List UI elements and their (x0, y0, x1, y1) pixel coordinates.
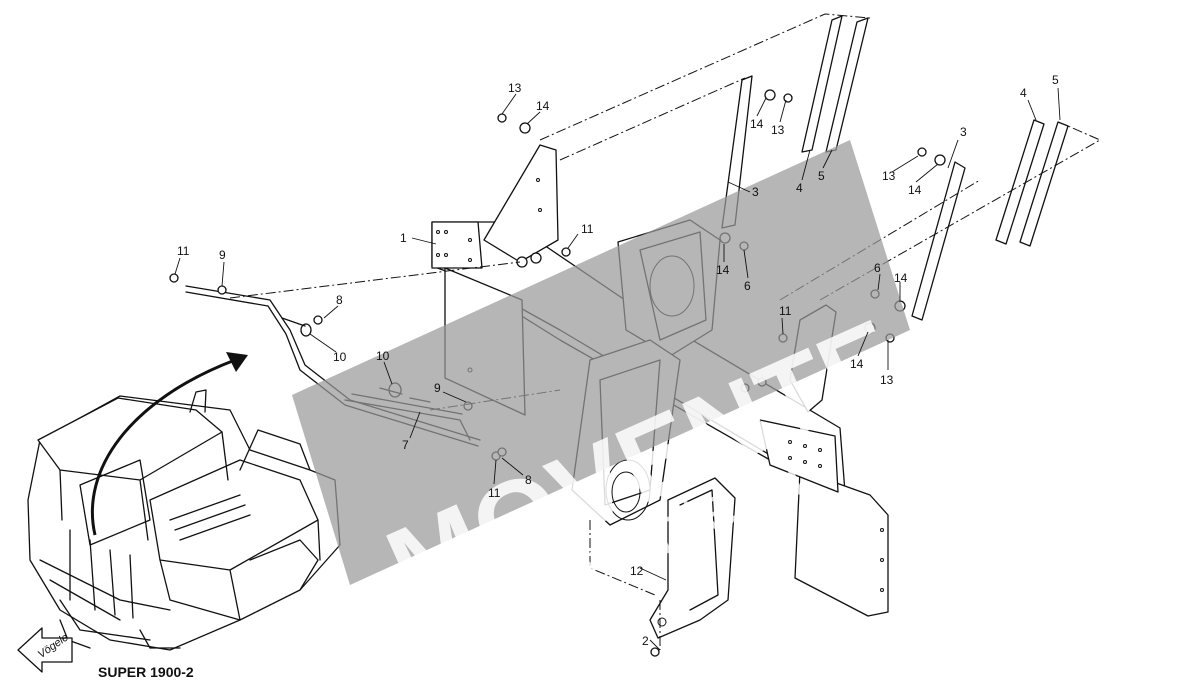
label-part-14d: 14 (716, 263, 730, 277)
label-part-8a: 8 (336, 293, 343, 307)
label-part-9a: 9 (219, 248, 226, 262)
label-part-10b: 10 (376, 349, 390, 363)
label-part-13a: 13 (508, 81, 522, 95)
label-part-14c: 14 (908, 183, 922, 197)
cover-plate (649, 477, 736, 639)
paver-machine-illustration: Vögele SUPER 1900-2 (17, 352, 341, 680)
label-part-14b: 14 (750, 117, 764, 131)
label-part-10a: 10 (333, 350, 347, 364)
label-part-9b: 9 (434, 381, 441, 395)
label-part-3b: 3 (960, 125, 967, 139)
label-part-12: 12 (630, 564, 644, 578)
label-part-13b: 13 (771, 123, 785, 137)
label-part-1: 1 (400, 231, 407, 245)
label-part-14e: 14 (894, 271, 908, 285)
label-part-14a: 14 (536, 99, 550, 113)
part-labels: 1 2 3 3 4 4 5 5 6 6 7 8 8 9 9 10 10 11 1… (177, 73, 1059, 648)
guide-strips (721, 15, 1069, 321)
label-part-13c: 13 (882, 169, 896, 183)
label-part-7: 7 (402, 438, 409, 452)
label-part-11a: 11 (177, 244, 190, 258)
label-part-4b: 4 (1020, 86, 1027, 100)
label-part-14f: 14 (850, 357, 864, 371)
label-part-5b: 5 (1052, 73, 1059, 87)
label-part-4a: 4 (796, 181, 803, 195)
label-part-8b: 8 (525, 473, 532, 487)
label-part-13d: 13 (880, 373, 894, 387)
label-part-11d: 11 (488, 486, 501, 500)
label-part-5a: 5 (818, 169, 825, 183)
label-part-11c: 11 (779, 304, 792, 318)
label-part-6b: 6 (874, 261, 881, 275)
label-part-11b: 11 (581, 222, 594, 236)
label-part-2: 2 (642, 634, 649, 648)
label-part-6a: 6 (744, 279, 751, 293)
model-label: SUPER 1900-2 (98, 664, 194, 680)
label-part-3a: 3 (752, 185, 759, 199)
leader-lines (174, 87, 1061, 651)
